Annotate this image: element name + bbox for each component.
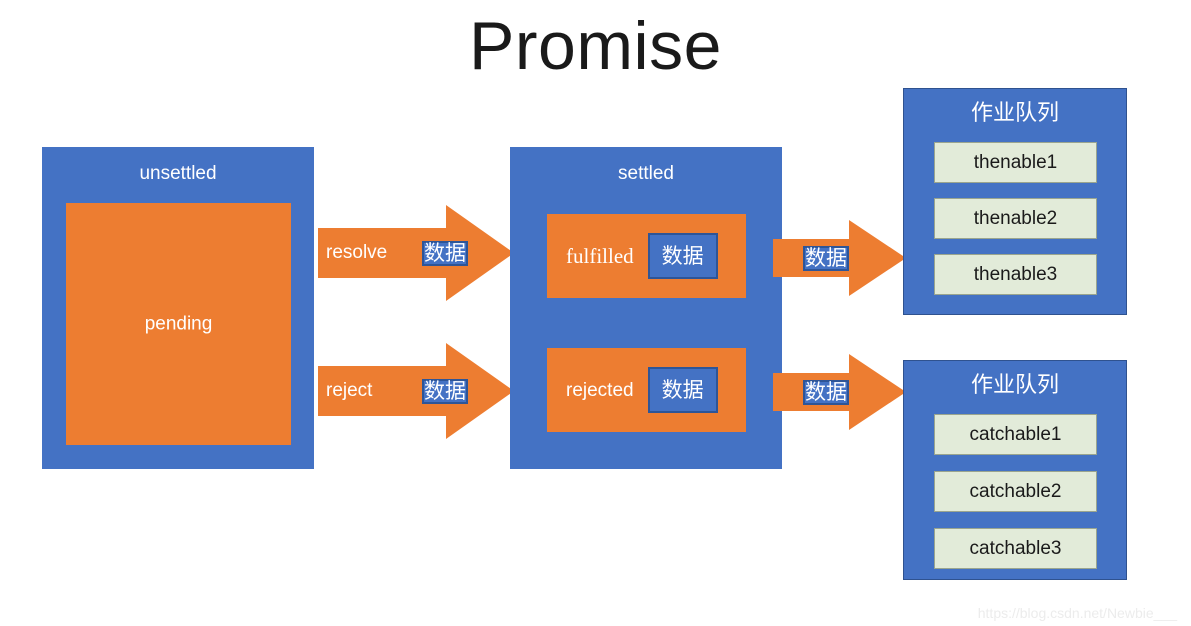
thenable-job-queue-title: 作业队列 xyxy=(970,100,1059,125)
to-thenable-data-chip-wrap: 数据 xyxy=(791,235,861,281)
fulfilled-label: fulfilled xyxy=(566,243,634,268)
fulfilled-data-chip: 数据 xyxy=(647,233,718,279)
reject-data-chip: 数据 xyxy=(422,378,468,404)
catchable-job-queue-items: catchable1 catchable2 catchable3 xyxy=(934,414,1097,585)
to-thenable-queue-arrow: 数据 xyxy=(773,219,906,297)
watermark: https://blog.csdn.net/Newbie___ xyxy=(977,605,1177,621)
list-item: catchable3 xyxy=(934,528,1097,569)
list-item: thenable1 xyxy=(934,142,1097,183)
list-item: catchable2 xyxy=(934,471,1097,512)
resolve-data-chip: 数据 xyxy=(422,240,468,266)
catchable-job-queue-title: 作业队列 xyxy=(970,372,1059,397)
rejected-label: rejected xyxy=(566,379,634,401)
reject-data-chip-wrap: 数据 xyxy=(410,368,480,414)
rejected-box: rejected 数据 xyxy=(547,348,746,432)
reject-arrow-shape xyxy=(318,343,514,439)
to-catchable-queue-arrow: 数据 xyxy=(773,353,906,431)
to-catchable-data-chip-wrap: 数据 xyxy=(791,369,861,415)
resolve-arrow: resolve 数据 xyxy=(318,203,514,303)
thenable-job-queue-panel: 作业队列 thenable1 thenable2 thenable3 xyxy=(903,88,1127,315)
list-item: thenable2 xyxy=(934,198,1097,239)
to-thenable-data-chip: 数据 xyxy=(803,245,849,271)
resolve-label: resolve xyxy=(326,242,388,263)
reject-label: reject xyxy=(326,380,373,401)
resolve-data-chip-wrap: 数据 xyxy=(410,230,480,276)
list-item: thenable3 xyxy=(934,254,1097,295)
pending-label: pending xyxy=(144,313,213,335)
thenable-job-queue-items: thenable1 thenable2 thenable3 xyxy=(934,142,1097,295)
to-catchable-data-chip: 数据 xyxy=(803,379,849,405)
list-item: catchable1 xyxy=(934,414,1097,455)
pending-box: pending xyxy=(66,203,291,445)
fulfilled-box: fulfilled 数据 xyxy=(547,214,746,298)
settled-title: settled xyxy=(618,163,674,184)
catchable-job-queue-panel: 作业队列 catchable1 catchable2 catchable3 xyxy=(903,360,1127,580)
resolve-arrow-shape xyxy=(318,205,514,301)
page-title: Promise xyxy=(469,8,722,84)
unsettled-title: unsettled xyxy=(139,163,217,184)
rejected-data-chip: 数据 xyxy=(647,367,718,413)
reject-arrow: reject 数据 xyxy=(318,341,514,441)
